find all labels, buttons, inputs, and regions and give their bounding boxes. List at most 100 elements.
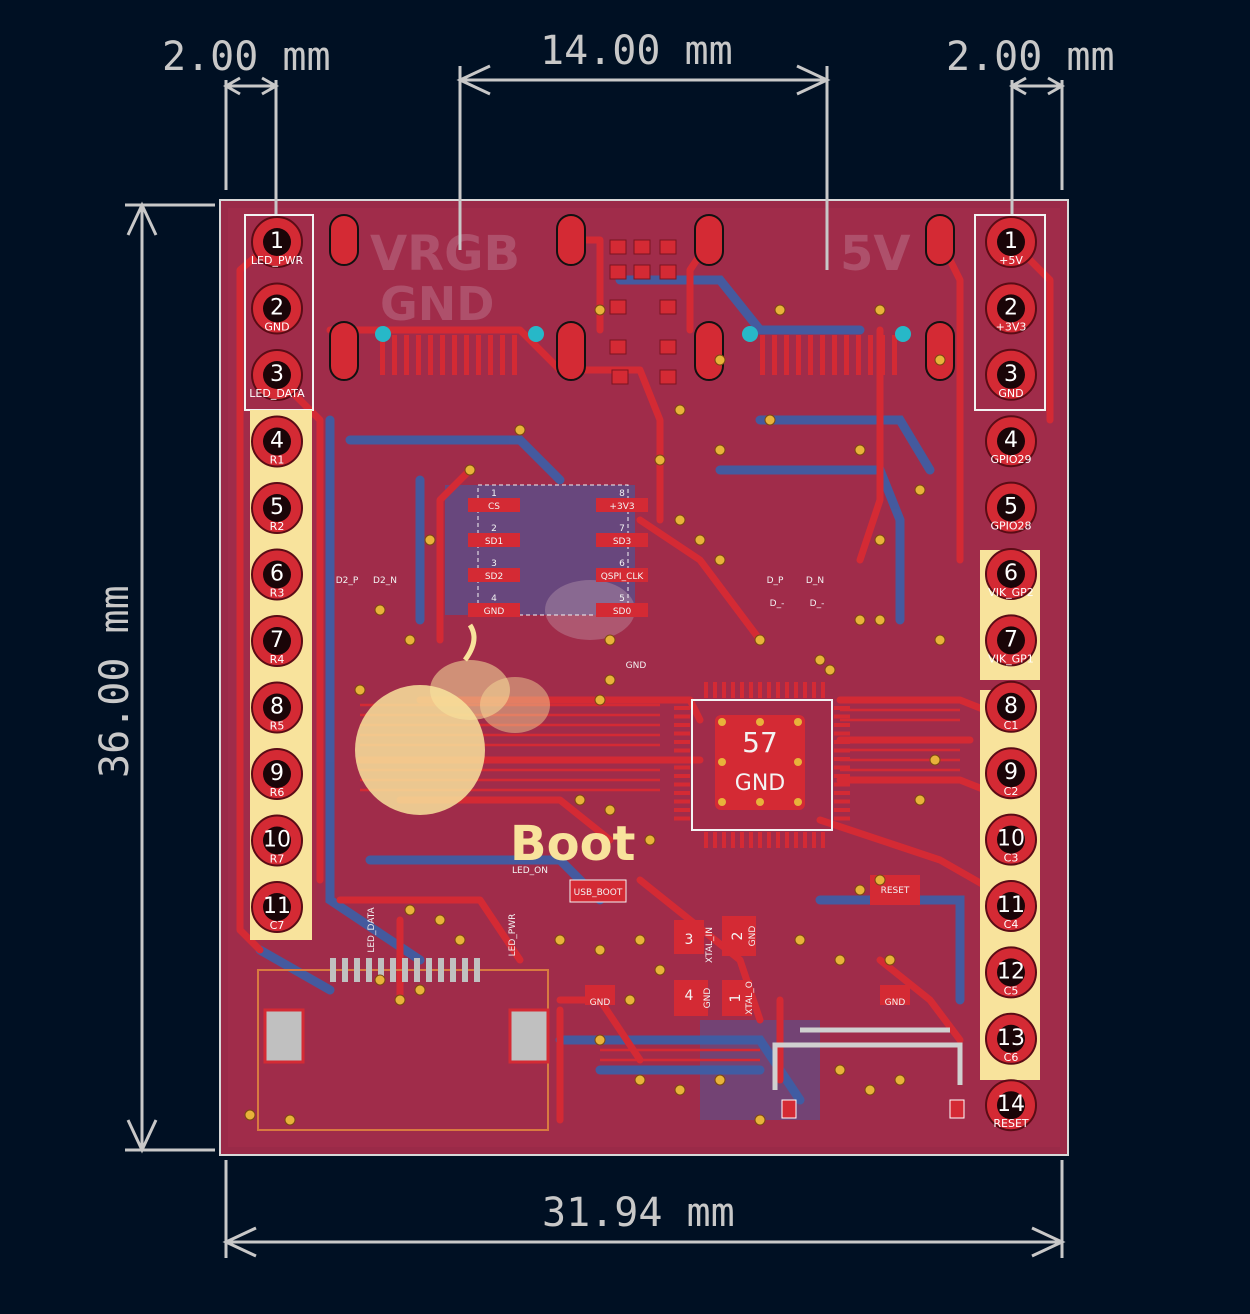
d2p-label: D2_P <box>336 576 359 586</box>
mcu-pin <box>674 799 690 804</box>
shield-pad <box>694 214 724 266</box>
mcu-pin <box>749 832 753 848</box>
via <box>874 304 886 316</box>
pin-hole <box>997 294 1025 323</box>
mcu-pad-number: 57 <box>742 726 778 759</box>
gnd-pad-1 <box>585 985 615 1005</box>
reset-label: RESET <box>881 886 910 896</box>
pin-label: VIK_GP1 <box>988 652 1034 665</box>
pin-hole <box>997 427 1025 456</box>
ghost-gnd: GND <box>380 277 494 331</box>
via <box>374 974 386 986</box>
mcu-pin <box>674 706 690 710</box>
flash-pad-right-num: 7 <box>619 524 625 534</box>
pin-hole <box>263 893 291 921</box>
via <box>874 534 886 546</box>
mcu-pin <box>704 682 708 698</box>
mcu-pin <box>674 757 690 761</box>
via <box>714 554 726 566</box>
top-passives <box>609 239 677 385</box>
flash-pad-right <box>596 568 648 582</box>
pin-label: R6 <box>270 786 285 799</box>
mcu-pin <box>812 832 816 848</box>
flash-pad-right <box>596 533 648 547</box>
right-header-pin: 2+3V3 <box>985 282 1037 335</box>
mcu-pin <box>722 832 726 848</box>
via <box>694 534 706 546</box>
led-data-label: LED_DATA <box>367 907 377 953</box>
pin-label: R7 <box>270 853 285 866</box>
mcu-pin <box>834 774 850 778</box>
via <box>528 326 544 342</box>
mcu-pin <box>834 723 850 727</box>
via <box>654 964 666 976</box>
pin-label: R5 <box>270 720 285 733</box>
pin-label: VIK_GP2 <box>988 586 1034 599</box>
via <box>394 994 406 1006</box>
right-header-pin: 8C1 <box>985 680 1037 733</box>
pin-hole <box>263 294 291 323</box>
ghost-vrgb: VRGB <box>370 226 520 282</box>
vias <box>244 304 946 1126</box>
mcu-pin <box>674 714 690 719</box>
gnd-pad-2 <box>880 985 910 1005</box>
flash-pad-right-net: QSPI_CLK <box>601 572 645 582</box>
gnd-label-1: GND <box>590 998 611 1008</box>
via <box>874 614 886 626</box>
right-header-outline <box>974 214 1046 411</box>
mcu-pin <box>776 832 780 848</box>
pin-number: 7 <box>1004 627 1018 652</box>
pin-hole <box>263 361 291 389</box>
mcu-pin <box>674 765 690 770</box>
via <box>354 684 366 696</box>
flash-pad-left <box>468 568 520 582</box>
pin-number: 8 <box>270 695 284 720</box>
shield-pad <box>925 214 955 266</box>
mcu-pin <box>674 791 690 795</box>
dimension-height: 36.00 mm <box>92 201 215 1154</box>
pin-hole <box>997 958 1025 987</box>
pin-number: 9 <box>270 761 284 786</box>
shield-pad <box>556 321 586 381</box>
mcu-pin <box>812 682 816 698</box>
usb-pin-rows <box>380 335 897 375</box>
crystal-pad-2 <box>722 916 756 956</box>
mcu-chip: 57 GND <box>674 682 850 848</box>
via <box>854 444 866 456</box>
mcu-pin <box>834 748 850 753</box>
left-header-pin: 8R5 <box>251 681 303 734</box>
mcu-pin <box>731 832 735 848</box>
mcu-pin <box>674 808 690 812</box>
flash-pad-left-num: 1 <box>491 489 497 499</box>
mcu-pin <box>674 723 690 727</box>
flash-pad-right-net: SD0 <box>613 607 632 617</box>
crystal-pad-3 <box>674 920 704 954</box>
dminus-label-2: D_- <box>810 599 825 609</box>
cyan-vias <box>375 326 911 342</box>
via <box>604 634 616 646</box>
mcu-pin <box>740 682 744 698</box>
pin-hole <box>997 560 1025 588</box>
crystal-pad-4-net: GND <box>703 988 713 1009</box>
mcu-pin <box>674 782 690 787</box>
via <box>754 1114 766 1126</box>
pin-number: 14 <box>997 1092 1025 1117</box>
flash-pad-right <box>596 498 648 512</box>
pin-number: 13 <box>997 1026 1025 1051</box>
via <box>774 304 786 316</box>
mcu-pin <box>803 682 807 698</box>
dimension-width: 31.94 mm <box>222 1160 1066 1258</box>
pin-number: 11 <box>997 893 1025 918</box>
via <box>414 984 426 996</box>
flash-pad-right <box>596 603 648 617</box>
mcu-outline <box>691 699 833 831</box>
mcu-pin <box>834 757 850 761</box>
pin-number: 2 <box>270 296 284 321</box>
mcu-thermal-vias <box>718 718 802 806</box>
shield-pads-top <box>329 214 955 381</box>
